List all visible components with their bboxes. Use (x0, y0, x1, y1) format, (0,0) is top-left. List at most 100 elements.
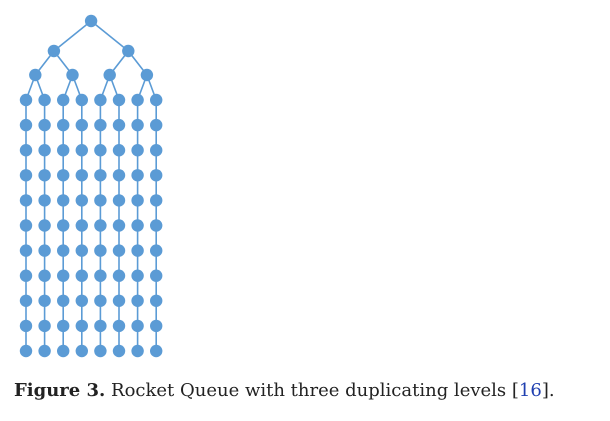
queue-node (131, 93, 144, 107)
ref-open: [ (511, 380, 519, 401)
queue-node (57, 319, 70, 333)
queue-node (112, 93, 126, 107)
queue-node (38, 194, 51, 207)
queue-node (38, 294, 51, 307)
queue-node (57, 269, 70, 282)
queue-node (57, 244, 70, 257)
queue-node (19, 118, 33, 132)
queue-node (38, 169, 51, 182)
queue-node (75, 169, 89, 182)
queue-node (57, 219, 70, 232)
queue-node (19, 319, 33, 333)
queue-node (57, 93, 70, 107)
queue-node (19, 219, 33, 232)
queue-node (19, 144, 33, 157)
reference-link[interactable]: 16 (518, 380, 542, 401)
figure-caption-text: Rocket Queue with three duplicating leve… (105, 380, 512, 401)
queue-node (19, 169, 33, 182)
queue-node (57, 344, 70, 358)
queue-node (150, 194, 163, 207)
queue-node (94, 93, 107, 107)
queue-node (57, 169, 70, 182)
queue-node (38, 118, 51, 132)
queue-node (38, 93, 51, 107)
queue-node (112, 169, 126, 182)
tree-edge (90, 20, 129, 52)
ref-close: ]. (541, 380, 555, 401)
queue-node (57, 194, 70, 207)
queue-node (112, 294, 126, 307)
queue-node (75, 269, 89, 282)
queue-node (94, 344, 107, 358)
queue-node (57, 118, 70, 132)
queue-node (131, 169, 144, 182)
tree-node (103, 68, 116, 82)
queue-node (19, 194, 33, 207)
queue-node (75, 219, 89, 232)
queue-node (112, 244, 126, 257)
queue-node (75, 93, 89, 107)
queue-node (94, 219, 107, 232)
queue-node (38, 244, 51, 257)
queue-node (38, 144, 51, 157)
queue-node (94, 169, 107, 182)
queue-node (131, 319, 144, 333)
queue-node (94, 269, 107, 282)
queue-node (112, 118, 126, 132)
queue-node (112, 144, 126, 157)
queue-node (150, 169, 163, 182)
queue-node (131, 244, 144, 257)
queue-node (75, 344, 89, 358)
tree-node (29, 68, 42, 82)
queue-node (75, 244, 89, 257)
queue-node (131, 194, 144, 207)
queue-node (150, 244, 163, 257)
queue-node (75, 294, 89, 307)
queue-node (94, 319, 107, 333)
queue-node (150, 344, 163, 358)
queue-node (94, 194, 107, 207)
queue-node (57, 144, 70, 157)
queue-node (150, 144, 163, 157)
queue-node (150, 219, 163, 232)
queue-node (19, 344, 33, 358)
queue-node (19, 294, 33, 307)
queue-node (38, 269, 51, 282)
queue-node (112, 344, 126, 358)
queue-node (57, 294, 70, 307)
queue-node (19, 269, 33, 282)
rocket-queue-diagram (19, 14, 163, 358)
queue-node (19, 93, 33, 107)
tree-node (47, 44, 61, 58)
tree-node (84, 14, 98, 28)
queue-node (150, 269, 163, 282)
queue-node (150, 319, 163, 333)
queue-node (150, 294, 163, 307)
figure-caption: Figure 3. Rocket Queue with three duplic… (14, 380, 555, 401)
queue-node (112, 269, 126, 282)
queue-node (94, 294, 107, 307)
tree-edge (53, 20, 92, 52)
queue-node (94, 118, 107, 132)
queue-node (94, 144, 107, 157)
queue-node (150, 93, 163, 107)
queue-node (112, 319, 126, 333)
queue-node (19, 244, 33, 257)
queue-node (131, 118, 144, 132)
tree-node (140, 68, 154, 82)
queue-node (131, 294, 144, 307)
tree-node (66, 68, 79, 82)
queue-node (75, 319, 89, 333)
queue-node (75, 144, 89, 157)
queue-node (38, 344, 51, 358)
queue-node (38, 319, 51, 333)
queue-node (75, 194, 89, 207)
queue-node (131, 144, 144, 157)
queue-node (112, 194, 126, 207)
queue-node (75, 118, 89, 132)
queue-node (150, 118, 163, 132)
figure-label: Figure 3. (14, 380, 106, 401)
queue-node (38, 219, 51, 232)
queue-node (131, 219, 144, 232)
